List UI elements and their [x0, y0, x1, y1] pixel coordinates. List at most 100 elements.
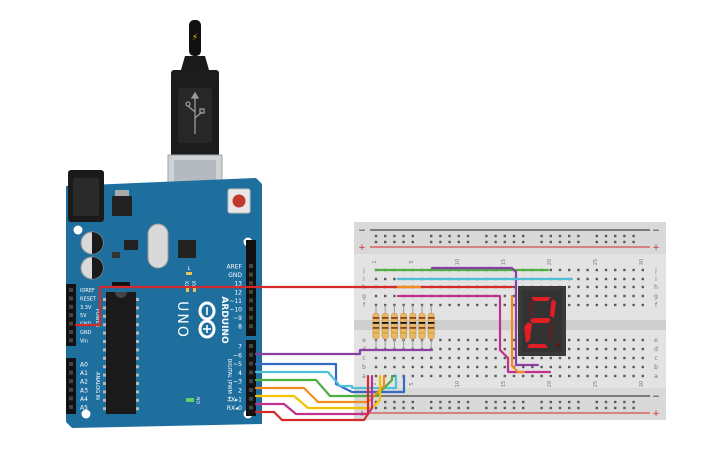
breadboard-hole[interactable] — [568, 268, 571, 272]
breadboard-hole[interactable] — [448, 365, 451, 369]
analog-header[interactable] — [66, 358, 76, 414]
breadboard-hole[interactable] — [393, 365, 396, 369]
breadboard-hole[interactable] — [531, 374, 534, 378]
breadboard-hole[interactable] — [568, 347, 571, 351]
rail-hole[interactable] — [604, 240, 608, 244]
breadboard-hole[interactable] — [641, 277, 644, 281]
breadboard-hole[interactable] — [614, 347, 617, 351]
header-pin[interactable] — [249, 264, 253, 268]
breadboard-hole[interactable] — [558, 356, 562, 360]
breadboard-hole[interactable] — [466, 374, 470, 378]
rail-hole[interactable] — [411, 406, 414, 410]
breadboard-hole[interactable] — [641, 365, 644, 369]
rail-hole[interactable] — [512, 406, 516, 410]
breadboard-hole[interactable] — [604, 285, 608, 289]
rail-hole[interactable] — [384, 400, 387, 404]
breadboard-hole[interactable] — [641, 374, 644, 378]
rail-hole[interactable] — [512, 400, 516, 404]
rail-hole[interactable] — [549, 240, 552, 244]
header-pin[interactable] — [69, 321, 73, 326]
breadboard-hole[interactable] — [586, 277, 589, 281]
rail-hole[interactable] — [614, 400, 617, 404]
breadboard-hole[interactable] — [457, 374, 460, 378]
rail-hole[interactable] — [623, 400, 626, 404]
header-pin[interactable] — [249, 281, 253, 286]
rail-hole[interactable] — [522, 400, 525, 404]
breadboard-hole[interactable] — [632, 285, 635, 289]
rail-hole[interactable] — [540, 406, 543, 410]
breadboard-hole[interactable] — [568, 365, 571, 369]
rail-hole[interactable] — [549, 234, 552, 238]
wire-top-magenta[interactable] — [396, 294, 552, 374]
breadboard-hole[interactable] — [586, 338, 589, 342]
breadboard-hole[interactable] — [568, 303, 571, 307]
rail-hole[interactable] — [393, 406, 396, 410]
breadboard-hole[interactable] — [466, 347, 470, 351]
rail-hole[interactable] — [558, 240, 562, 244]
rail-hole[interactable] — [374, 234, 378, 238]
wire-top-purple[interactable] — [430, 266, 540, 367]
rail-hole[interactable] — [577, 240, 580, 244]
rail-hole[interactable] — [604, 400, 608, 404]
breadboard-hole[interactable] — [614, 338, 617, 342]
rail-hole[interactable] — [439, 406, 442, 410]
breadboard-hole[interactable] — [466, 365, 470, 369]
rail-hole[interactable] — [448, 406, 451, 410]
rail-hole[interactable] — [439, 400, 442, 404]
breadboard-hole[interactable] — [623, 268, 626, 272]
wire-display-orange[interactable] — [510, 294, 526, 374]
breadboard-hole[interactable] — [457, 347, 460, 351]
breadboard-hole[interactable] — [632, 277, 635, 281]
rail-hole[interactable] — [614, 234, 617, 238]
breadboard-hole[interactable] — [641, 268, 644, 272]
rail-hole[interactable] — [512, 240, 516, 244]
breadboard-hole[interactable] — [604, 347, 608, 351]
breadboard-hole[interactable] — [485, 338, 488, 342]
rail-hole[interactable] — [494, 400, 497, 404]
breadboard-hole[interactable] — [430, 356, 433, 360]
breadboard-hole[interactable] — [384, 277, 387, 281]
breadboard-hole[interactable] — [466, 356, 470, 360]
breadboard-hole[interactable] — [577, 303, 580, 307]
breadboard-hole[interactable] — [531, 365, 534, 369]
breadboard-hole[interactable] — [604, 356, 608, 360]
breadboard-hole[interactable] — [384, 294, 387, 298]
breadboard-hole[interactable] — [558, 374, 562, 378]
breadboard-hole[interactable] — [641, 356, 644, 360]
rail-hole[interactable] — [503, 400, 506, 404]
breadboard-hole[interactable] — [420, 374, 424, 378]
breadboard-hole[interactable] — [457, 365, 460, 369]
breadboard-hole[interactable] — [476, 303, 479, 307]
breadboard-hole[interactable] — [420, 356, 424, 360]
rail-hole[interactable] — [384, 234, 387, 238]
breadboard-hole[interactable] — [614, 277, 617, 281]
rail-hole[interactable] — [374, 406, 378, 410]
rail-hole[interactable] — [374, 240, 378, 244]
breadboard-hole[interactable] — [485, 365, 488, 369]
breadboard-hole[interactable] — [614, 268, 617, 272]
breadboard-hole[interactable] — [632, 356, 635, 360]
breadboard-hole[interactable] — [632, 268, 635, 272]
rail-hole[interactable] — [448, 240, 451, 244]
breadboard-hole[interactable] — [503, 365, 506, 369]
seven-segment-display[interactable]: 2 — [0, 0, 566, 356]
breadboard-hole[interactable] — [632, 338, 635, 342]
rail-hole[interactable] — [466, 400, 470, 404]
breadboard-hole[interactable] — [512, 294, 516, 298]
breadboard-hole[interactable] — [558, 268, 562, 272]
breadboard-hole[interactable] — [632, 374, 635, 378]
breadboard-hole[interactable] — [457, 303, 460, 307]
breadboard-hole[interactable] — [568, 374, 571, 378]
breadboard-hole[interactable] — [623, 285, 626, 289]
rail-hole[interactable] — [595, 406, 598, 410]
breadboard-hole[interactable] — [586, 374, 589, 378]
digital-header-lower[interactable] — [246, 340, 256, 416]
breadboard-hole[interactable] — [512, 356, 516, 360]
breadboard-hole[interactable] — [568, 356, 571, 360]
breadboard-hole[interactable] — [604, 268, 608, 272]
breadboard-hole[interactable] — [439, 356, 442, 360]
breadboard-hole[interactable] — [448, 374, 451, 378]
rail-hole[interactable] — [430, 240, 433, 244]
breadboard-hole[interactable] — [577, 365, 580, 369]
